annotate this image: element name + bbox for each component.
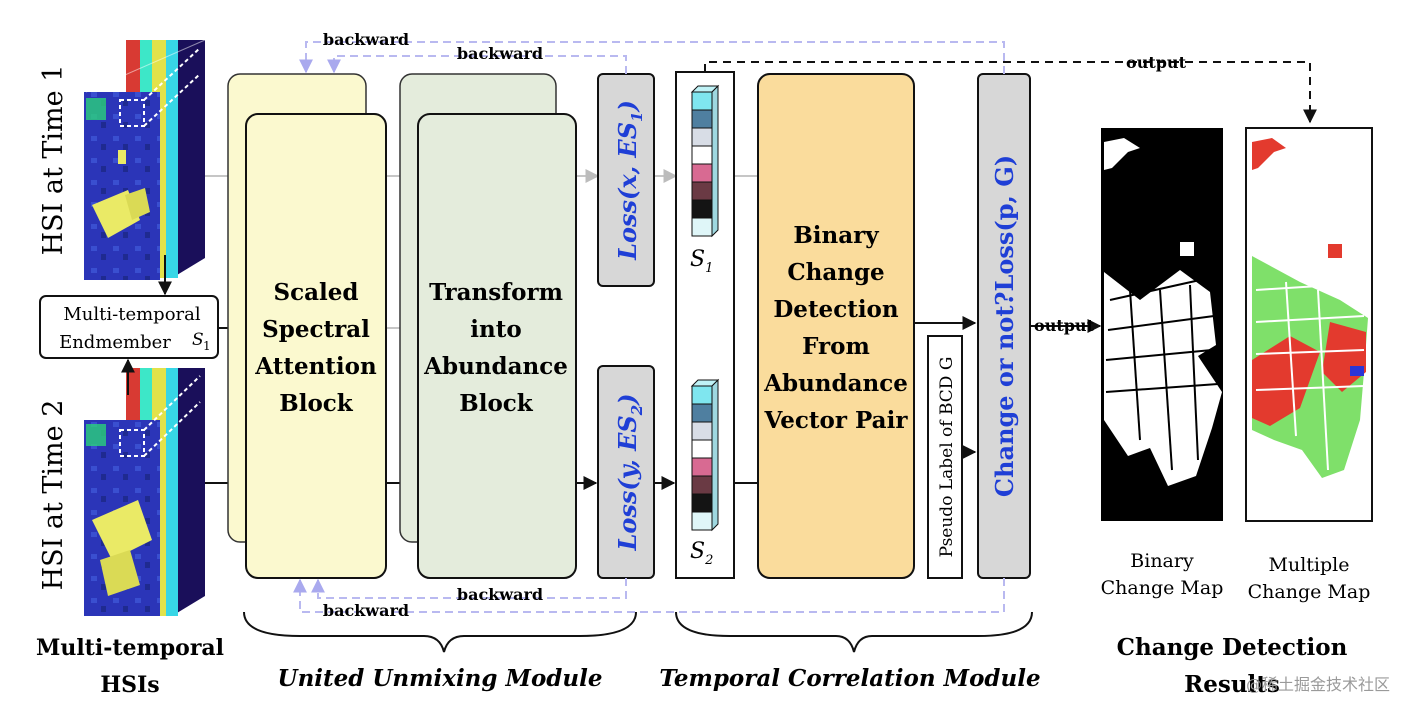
bcd-line6: Vector Pair (764, 407, 909, 434)
bcd-line5: Abundance (763, 370, 908, 397)
pseudo-label-box (927, 335, 963, 579)
transform-line2: into (470, 316, 521, 343)
backward-arrow-bottom-outer (293, 578, 1005, 613)
attention-block (245, 113, 387, 579)
inputs-caption-line2: HSIs (100, 672, 159, 698)
results-title-1: Change Detection (1117, 634, 1348, 661)
loss1-label: Loss(x, ES1) (613, 100, 646, 261)
time2-label: HSI at Time 2 (38, 400, 69, 591)
bcd-block (757, 73, 915, 579)
endmember-symbol: S (192, 330, 204, 350)
bcd-line3: Detection (773, 296, 899, 323)
backward-arrow-top-inner (327, 55, 627, 74)
inputs-caption-line1: Multi-temporal (36, 635, 224, 661)
pseudo-label-text: Pseudo Label of BCD G (937, 357, 957, 558)
backward-label-3: backward (457, 585, 543, 604)
backward-arrow-top-outer (299, 41, 1005, 74)
s2-label: S2 (690, 539, 713, 568)
backward-label-2: backward (457, 44, 543, 63)
results-title-2: Results (1184, 671, 1280, 698)
multiple-map-label-2: Change Map (1248, 581, 1371, 603)
time1-label: HSI at Time 1 (38, 65, 69, 256)
hsi-cube-time1 (84, 39, 206, 280)
transform-line1: Transform (429, 279, 563, 306)
attention-line4: Block (279, 390, 354, 417)
transform-line4: Block (459, 390, 534, 417)
output-label-mid: output (1034, 316, 1095, 335)
endmember-subscript: 1 (203, 339, 211, 353)
s1-label: S1 (690, 247, 713, 276)
backward-label-4: backward (323, 601, 409, 620)
backward-label-1: backward (323, 30, 409, 49)
binary-change-map (1101, 128, 1223, 521)
transform-block (417, 113, 577, 579)
attention-line2: Spectral (262, 316, 370, 343)
binary-map-label-1: Binary (1130, 550, 1194, 572)
temporal-module-label: Temporal Correlation Module (659, 665, 1040, 692)
arrow-output-multiple (704, 61, 1317, 124)
endmember-line1: Multi-temporal (63, 304, 201, 325)
multiple-change-map (1245, 127, 1373, 522)
bcd-line2: Change (787, 259, 884, 286)
loss2-label: Loss(y, ES2) (613, 393, 646, 551)
change-loss-label: Change or not?Loss(p, G) (990, 155, 1019, 497)
unmixing-module-label: United Unmixing Module (278, 665, 603, 692)
unmixing-brace (243, 611, 637, 653)
transform-line3: Abundance (423, 353, 568, 380)
attention-line3: Attention (254, 353, 377, 380)
output-label-top: output (1126, 53, 1187, 72)
bcd-line1: Binary (793, 222, 879, 249)
watermark: @稀土掘金技术社区 (1246, 675, 1390, 694)
abundance-vector-s2 (690, 378, 720, 532)
hsi-cube-time2 (84, 368, 205, 616)
multiple-map-label-1: Multiple (1269, 554, 1350, 576)
abundance-vector-s1 (690, 84, 720, 238)
binary-map-label-2: Change Map (1101, 577, 1224, 599)
attention-line1: Scaled (274, 279, 359, 306)
endmember-line2: Endmember (59, 332, 171, 353)
backward-arrow-bottom-inner (311, 578, 627, 599)
bcd-line4: From (802, 333, 870, 360)
temporal-brace (675, 611, 1033, 653)
